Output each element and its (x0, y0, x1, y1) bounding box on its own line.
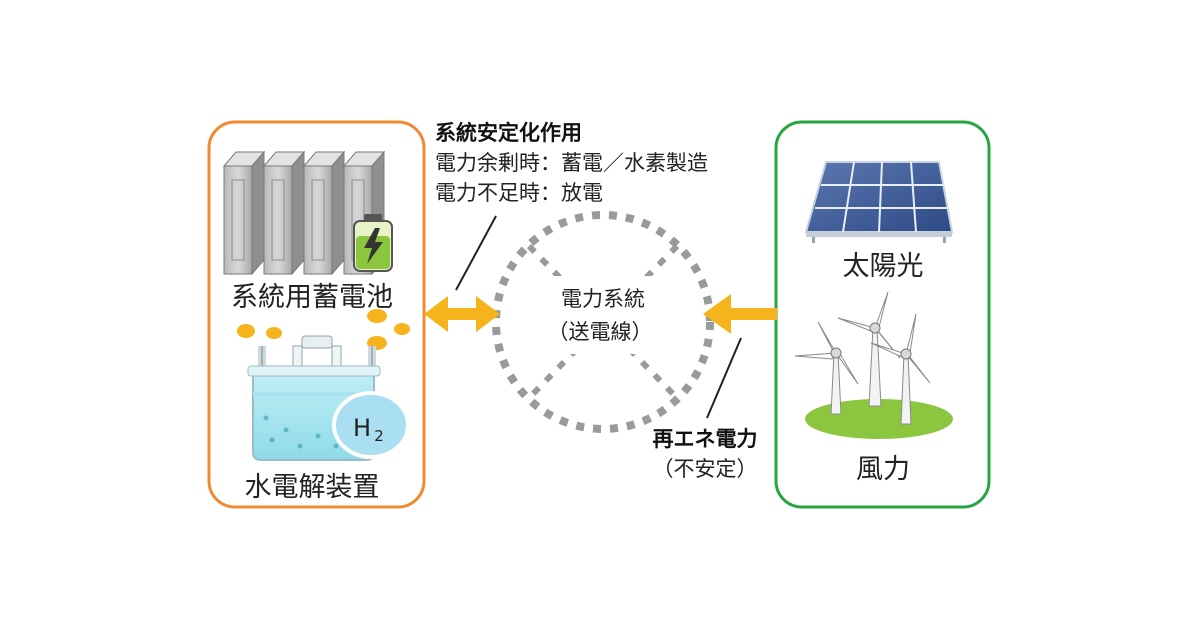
energy-orb (266, 327, 282, 339)
wind-label: 風力 (856, 454, 910, 485)
h2-subscript: 2 (374, 427, 384, 445)
battery-charge-icon (353, 214, 393, 272)
left-arrow (703, 294, 777, 334)
renewable-subtitle: （不安定） (653, 457, 758, 481)
leader-line (455, 215, 497, 291)
battery-label: 系統用蓄電池 (231, 282, 393, 313)
solar-panel-icon (804, 161, 954, 243)
renewable-title: 再エネ電力 (653, 427, 758, 451)
energy-orb (367, 309, 387, 323)
power-grid: 電力系統 （送電線） (492, 211, 714, 433)
energy-orb (394, 323, 410, 335)
leader-line (706, 337, 742, 419)
annotation-title: 系統安定化作用 (435, 121, 582, 145)
bidirectional-arrow (424, 296, 500, 332)
energy-orb-group-left (237, 309, 410, 350)
h2-symbol: H (353, 414, 371, 442)
grid-circle (492, 211, 714, 433)
energy-orb (237, 324, 255, 338)
grid-label: 電力系統 (561, 287, 645, 311)
grid-sublabel: （送電線） (548, 320, 653, 344)
wind-turbine-icon (794, 291, 953, 439)
left-panel: 系統用蓄電池 H 2 (207, 120, 426, 509)
right-panel: 太陽光 風力 (774, 120, 991, 509)
solar-label: 太陽光 (843, 251, 924, 282)
double-arrow (424, 296, 500, 332)
annotation-line: 電力不足時：放電 (435, 181, 603, 205)
annotation-line: 電力余剰時：蓄電／水素製造 (435, 151, 708, 175)
inflow-arrow (703, 294, 777, 334)
stabilization-annotation: 系統安定化作用 電力余剰時：蓄電／水素製造 電力不足時：放電 (435, 121, 708, 291)
electrolyzer-label: 水電解装置 (245, 472, 380, 503)
hydrogen-bubble-icon: H 2 (332, 391, 410, 459)
renewable-annotation: 再エネ電力 （不安定） (653, 337, 758, 481)
